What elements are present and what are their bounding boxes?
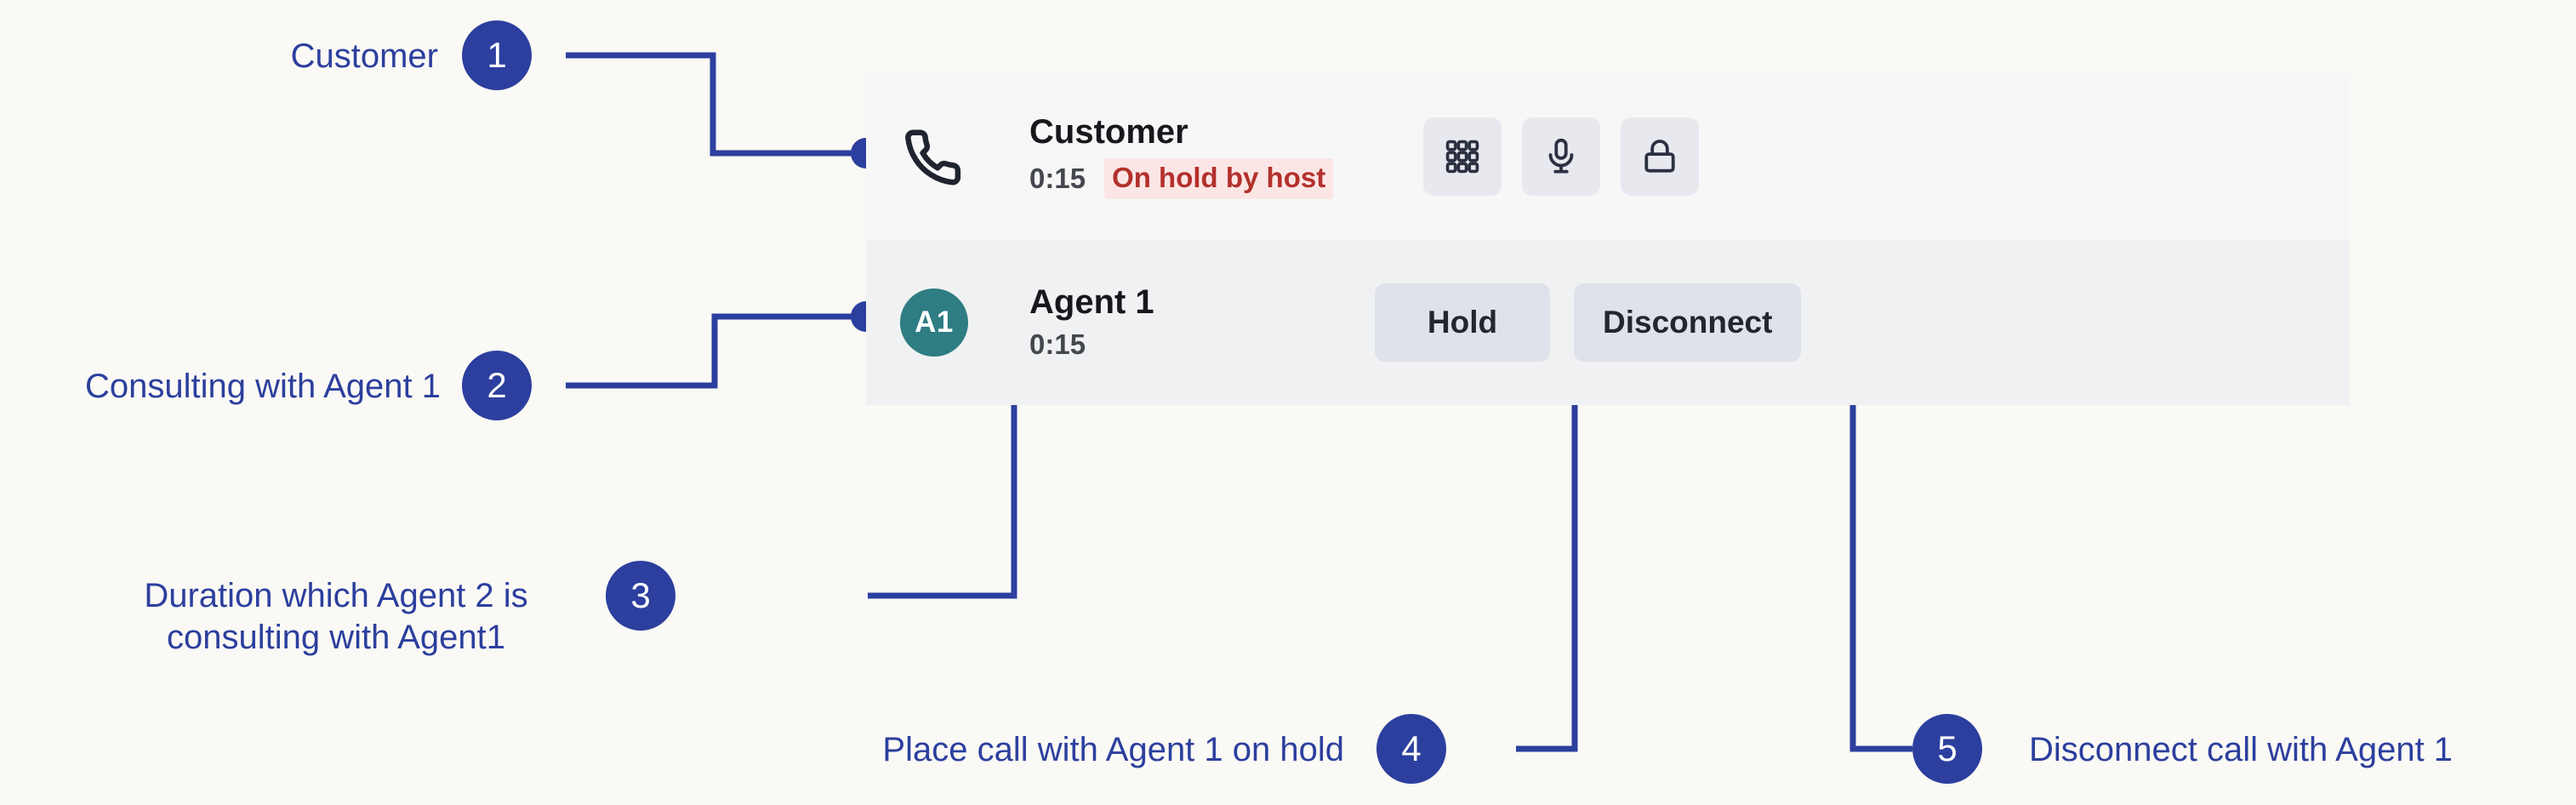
participant-meta: 0:15 <box>1029 328 1285 361</box>
participant-meta: 0:15 On hold by host <box>1029 157 1334 199</box>
participant-info: Agent 1 0:15 <box>1029 284 1285 360</box>
hold-button[interactable]: Hold <box>1375 283 1550 362</box>
callout-label-1: Customer <box>290 37 438 75</box>
connector-2 <box>566 313 863 389</box>
call-participant-row-agent-1: A1 Agent 1 0:15 Hold Disconnect <box>866 240 2350 405</box>
callout-badge-1: 1 <box>462 20 532 90</box>
avatar: A1 <box>898 288 997 357</box>
active-call-panel: Customer 0:15 On hold by host <box>866 73 2350 405</box>
phone-icon <box>898 123 997 190</box>
call-duration: 0:15 <box>1029 162 1086 194</box>
customer-call-actions <box>1423 117 1700 196</box>
keypad-button[interactable] <box>1423 117 1502 196</box>
callout-badge-2: 2 <box>462 351 532 420</box>
agent-call-actions: Hold Disconnect <box>1375 283 1802 362</box>
disconnect-button[interactable]: Disconnect <box>1574 283 1802 362</box>
callout-badge-4: 4 <box>1376 714 1446 784</box>
mute-button[interactable] <box>1522 117 1601 196</box>
connector-4 <box>1516 373 1578 752</box>
lock-icon <box>1640 137 1679 176</box>
keypad-icon <box>1444 138 1481 175</box>
participant-name: Customer <box>1029 113 1188 151</box>
microphone-icon <box>1542 137 1581 176</box>
call-participant-row-customer: Customer 0:15 On hold by host <box>866 73 2350 240</box>
callout-label-3: Duration which Agent 2 is consulting wit… <box>144 577 528 656</box>
participant-name: Agent 1 <box>1029 283 1154 322</box>
callout-label-4: Place call with Agent 1 on hold <box>882 731 1344 768</box>
lock-button[interactable] <box>1621 117 1700 196</box>
participant-info: Customer 0:15 On hold by host <box>1029 113 1334 199</box>
connector-5 <box>1849 373 1912 752</box>
avatar-initials: A1 <box>900 288 968 357</box>
status-badge: On hold by host <box>1104 157 1334 199</box>
callout-badge-5: 5 <box>1912 714 1982 784</box>
connector-1 <box>566 52 863 157</box>
callout-badge-3: 3 <box>606 561 675 631</box>
call-duration: 0:15 <box>1029 328 1086 360</box>
callout-label-5: Disconnect call with Agent 1 <box>2029 731 2453 768</box>
callout-label-2: Consulting with Agent 1 <box>84 368 441 405</box>
